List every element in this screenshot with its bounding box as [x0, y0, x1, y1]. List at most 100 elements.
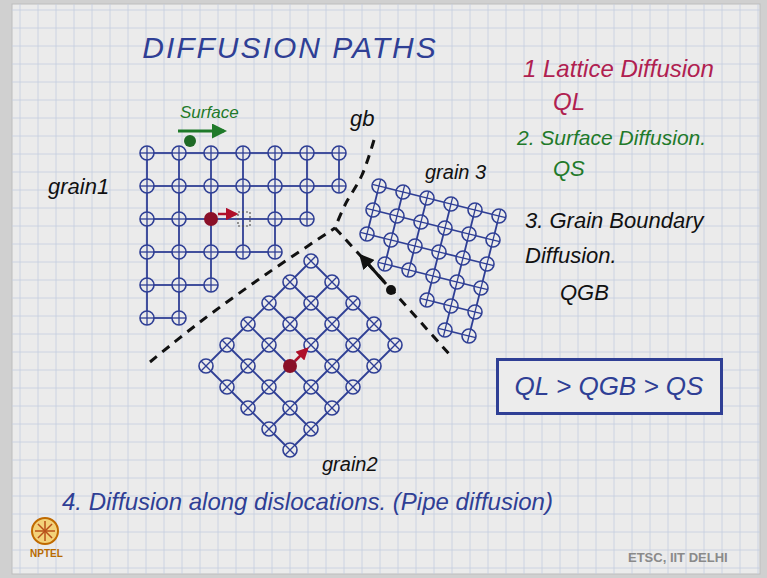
- lattice-atom: [325, 317, 339, 331]
- atom-cross: [327, 277, 337, 287]
- lattice-atom: [378, 257, 392, 271]
- atom-cross: [371, 203, 374, 217]
- atom-cross: [178, 212, 179, 226]
- atom-cross: [306, 340, 316, 350]
- atom-cross: [327, 319, 337, 329]
- atom-cross: [390, 340, 400, 350]
- atom-cross: [449, 299, 452, 313]
- atom-cross: [178, 179, 179, 193]
- grain-boundary-line: [335, 228, 450, 355]
- atom-cross: [146, 212, 147, 226]
- atom-circle: [172, 311, 186, 325]
- atom-circle: [396, 185, 410, 199]
- atom-circle: [268, 245, 282, 259]
- atom-circle: [462, 329, 476, 343]
- atom-cross: [178, 146, 179, 160]
- grid-line: [12, 118, 760, 119]
- atom-circle: [388, 338, 402, 352]
- lattice-atom: [204, 245, 218, 259]
- atom-cross: [461, 251, 464, 265]
- atom-cross: [485, 257, 488, 271]
- lattice-atom: [396, 185, 410, 199]
- lattice-atom: [172, 212, 186, 226]
- atom-cross: [264, 340, 274, 350]
- path-heading: 2. Surface Diffusion.: [517, 125, 706, 150]
- atom-cross: [242, 245, 243, 259]
- atom-cross: [306, 424, 316, 434]
- lattice-atom: [420, 191, 434, 205]
- activation-energy: QGB: [560, 280, 609, 306]
- lattice-atom: [172, 146, 186, 160]
- lattice-atom: [172, 179, 186, 193]
- atom-circle: [204, 179, 218, 193]
- atom-circle: [236, 179, 250, 193]
- atom-circle: [367, 359, 381, 373]
- atom-circle: [378, 257, 392, 271]
- atom-cross: [285, 277, 295, 287]
- atom-circle: [346, 296, 360, 310]
- atom-circle: [372, 179, 386, 193]
- atom-cross: [365, 227, 368, 241]
- atom-cross: [407, 263, 410, 277]
- lattice-atom: [241, 401, 255, 415]
- atom-cross: [243, 361, 253, 371]
- atom-circle: [220, 380, 234, 394]
- atom-cross: [242, 146, 243, 160]
- atom-cross: [178, 278, 179, 292]
- atom-circle: [304, 422, 318, 436]
- path-heading: 4. Diffusion along dislocations. (Pipe d…: [62, 488, 553, 517]
- atom-cross: [306, 256, 316, 266]
- lattice-atom: [268, 212, 282, 226]
- lattice-atom: [262, 380, 276, 394]
- grain-boundaries: [150, 140, 450, 362]
- atom-circle: [268, 179, 282, 193]
- atom-cross: [210, 245, 211, 259]
- lattice-atom: [366, 203, 380, 217]
- lattice-atom: [262, 422, 276, 436]
- atom-circle: [402, 263, 416, 277]
- grain-label: grain1: [48, 174, 109, 200]
- atom-cross: [285, 403, 295, 413]
- watermark: ETSC, IIT DELHI: [628, 550, 728, 566]
- grid-paper: [12, 4, 760, 574]
- atom-cross: [201, 361, 211, 371]
- atom-circle: [346, 380, 360, 394]
- atom-circle: [332, 146, 346, 160]
- atom-circle: [408, 239, 422, 253]
- atom-cross: [413, 239, 416, 253]
- lattice-atom: [444, 299, 458, 313]
- atom-cross: [201, 361, 211, 371]
- atom-cross: [274, 146, 275, 160]
- atom-cross: [264, 424, 274, 434]
- lattice-atom: [372, 179, 386, 193]
- atom-cross: [348, 382, 358, 392]
- atom-cross: [306, 298, 316, 308]
- lattice-atom: [468, 305, 482, 319]
- grid-line: [12, 190, 760, 191]
- atom-cross: [327, 403, 337, 413]
- atom-circle: [456, 251, 470, 265]
- atom-cross: [425, 191, 428, 205]
- atom-cross: [369, 319, 379, 329]
- atom-circle: [140, 212, 154, 226]
- atom-cross: [274, 245, 275, 259]
- lattice-atom: [346, 296, 360, 310]
- grid-line: [12, 442, 760, 443]
- atom-cross: [210, 146, 211, 160]
- atom-circle: [426, 269, 440, 283]
- grid-line: [12, 154, 760, 155]
- lattice-atom: [420, 293, 434, 307]
- lattice-atom: [426, 269, 440, 283]
- atom-circle: [140, 146, 154, 160]
- atom-cross: [285, 277, 295, 287]
- atom-cross: [264, 424, 274, 434]
- lattice-atom: [140, 179, 154, 193]
- grain-lattice: [360, 179, 506, 343]
- atom-cross: [306, 212, 307, 226]
- atom-cross: [473, 203, 476, 217]
- lattice-atom: [486, 233, 500, 247]
- lattice-atom: [140, 245, 154, 259]
- atom-circle: [390, 209, 404, 223]
- atom-cross: [306, 424, 316, 434]
- atom-cross: [491, 233, 494, 247]
